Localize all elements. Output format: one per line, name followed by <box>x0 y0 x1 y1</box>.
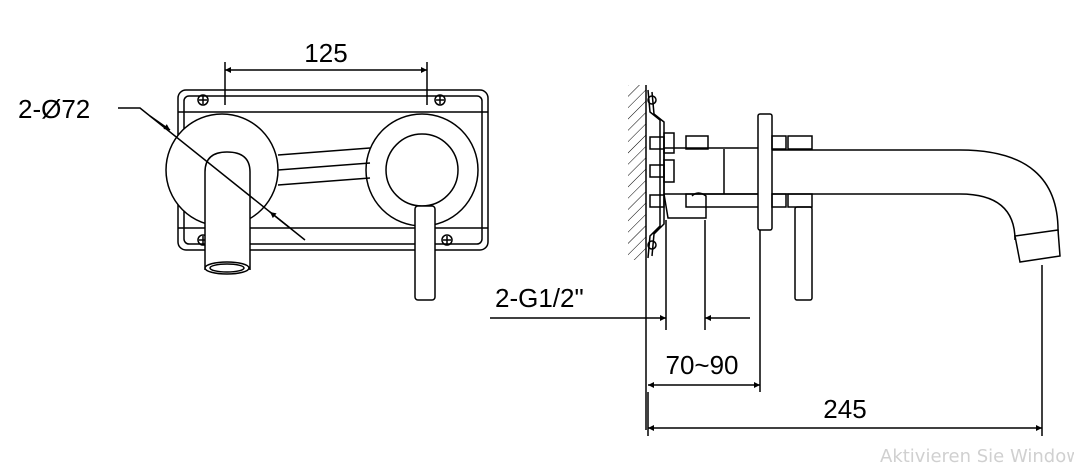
front-view: 125 2-Ø72 <box>18 38 489 301</box>
spout <box>204 151 251 270</box>
spout-pipe <box>772 149 1059 241</box>
lever-handle-side <box>794 206 813 301</box>
watermark-text: Aktivieren Sie Windows <box>880 446 1074 467</box>
flange <box>757 113 773 231</box>
dimension-245: 245 <box>823 394 866 424</box>
wall-hatch <box>628 85 646 260</box>
side-view: 2-G1/2" 70~90 245 <box>490 85 1061 436</box>
lever-handle <box>414 205 436 301</box>
dimension-thread: 2-G1/2" <box>495 283 584 313</box>
dimension-125: 125 <box>304 38 347 68</box>
dimension-depth: 70~90 <box>665 350 738 380</box>
dimension-diameter: 2-Ø72 <box>18 94 90 124</box>
